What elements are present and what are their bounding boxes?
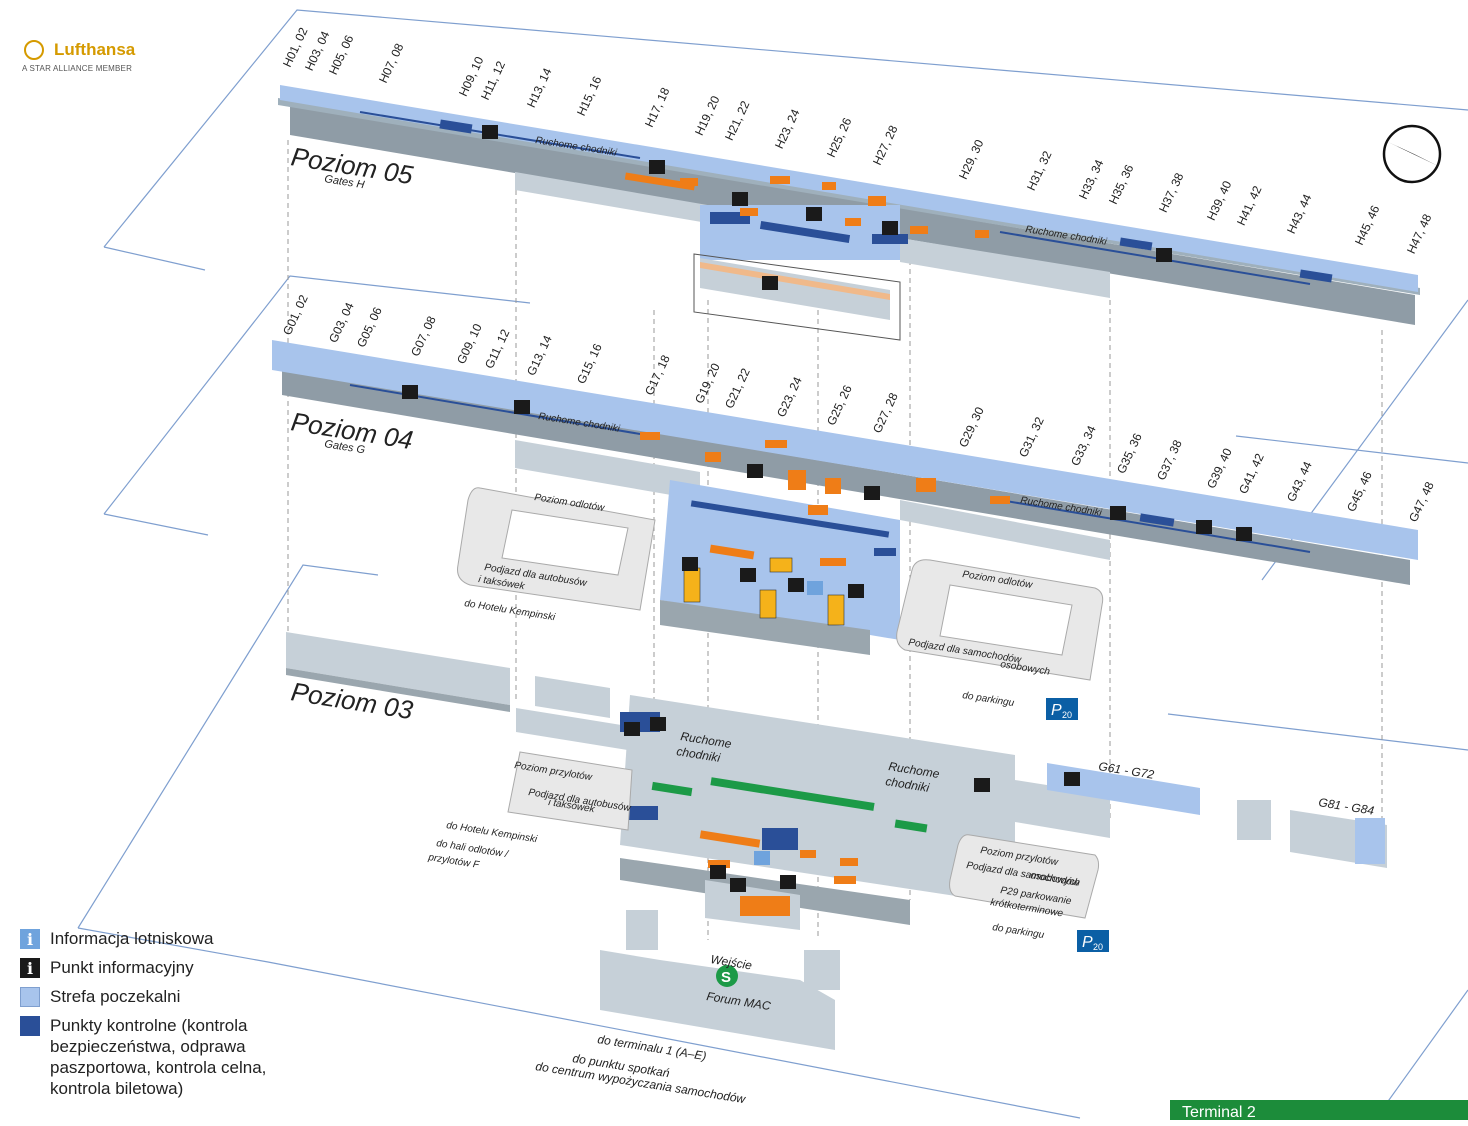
curb-departures-right: Poziom odlotów Podjazd dla samochodów os… — [896, 559, 1104, 709]
svg-text:do Hotelu Kempinski: do Hotelu Kempinski — [464, 598, 557, 623]
curb-arrivals-left: Poziom przylotów Podjazd dla autobusów i… — [427, 751, 633, 871]
gate-label-g: G35, 36 — [1114, 431, 1145, 476]
terminal-badge: Terminal 2 — [1170, 1100, 1468, 1121]
level-03-orange — [699, 830, 858, 916]
legend: i Informacja lotniskowa i Punkt informac… — [20, 928, 320, 1107]
gate-label-g: G11, 12 — [482, 327, 512, 371]
info-point-icons — [402, 125, 1252, 892]
lufthansa-logo: Lufthansa A STAR ALLIANCE MEMBER — [22, 40, 135, 73]
gate-label-h: H43, 44 — [1284, 192, 1315, 236]
gate-label-g: G07, 08 — [408, 314, 439, 359]
gate-label-g: G21, 22 — [722, 366, 753, 411]
gate-label-g: G19, 20 — [692, 361, 723, 406]
level-04-controls — [690, 500, 1175, 556]
gate-label-h: H07, 08 — [376, 41, 407, 85]
svg-text:do parkingu: do parkingu — [962, 690, 1016, 709]
walkway-label: chodniki — [676, 744, 722, 765]
curb-arrivals-right: Poziom przylotów Podjazd dla samochodów … — [949, 834, 1100, 941]
level-04-orange — [640, 432, 1010, 566]
crane-icon — [24, 40, 44, 60]
gate-label-g: G13, 14 — [524, 333, 555, 378]
lounge-swatch — [20, 987, 40, 1007]
level-03 — [286, 632, 1387, 1050]
level-05-orange — [624, 172, 989, 238]
gate-label-g: G45, 46 — [1344, 469, 1375, 514]
gate-label-g: G23, 24 — [774, 374, 805, 419]
legend-item: i Informacja lotniskowa — [20, 928, 320, 949]
gate-label-h: H37, 38 — [1156, 170, 1187, 214]
gates-g81-label: G81 - G84 — [1318, 795, 1376, 818]
brand-name: Lufthansa — [22, 40, 135, 60]
gate-label-g: G15, 16 — [574, 341, 605, 386]
gate-label-h: H31, 32 — [1024, 148, 1055, 192]
gate-label-g: G31, 32 — [1016, 415, 1047, 460]
curb-departures-left: Poziom odlotów Podjazd dla autobusów i t… — [457, 487, 656, 623]
gate-label-g: G27, 28 — [870, 390, 901, 435]
svg-text:P: P — [1082, 934, 1093, 951]
gate-label-g: G01, 02 — [280, 292, 311, 337]
control-swatch — [20, 1016, 40, 1036]
gate-label-g: G03, 04 — [326, 300, 357, 345]
brand-text: Lufthansa — [54, 40, 136, 59]
svg-text:S: S — [721, 969, 731, 986]
gate-label-h: H47, 48 — [1404, 212, 1435, 256]
airport-info-icons — [754, 581, 823, 865]
gate-label-g: G33, 34 — [1068, 423, 1099, 468]
legend-item: Punkty kontrolne (kontrola bezpieczeństw… — [20, 1015, 320, 1099]
walkway-label: chodniki — [885, 774, 931, 795]
gate-label-g: G29, 30 — [956, 405, 987, 450]
gate-label-g: G43, 44 — [1284, 459, 1315, 504]
gate-label-h: H23, 24 — [772, 107, 803, 151]
gate-label-g: G41, 42 — [1236, 451, 1267, 496]
gate-label-g: G37, 38 — [1154, 437, 1185, 482]
gate-label-g: G05, 06 — [354, 305, 385, 350]
svg-text:P: P — [1051, 702, 1062, 719]
gate-label-h: H13, 14 — [524, 65, 555, 109]
gate-label-g: G17, 18 — [642, 352, 673, 397]
gate-label-h: H29, 30 — [956, 137, 987, 181]
gate-label-g: G47, 48 — [1406, 479, 1437, 524]
airport-info-icon: i — [20, 929, 40, 949]
parking-icon: P 20 — [1046, 698, 1078, 720]
gate-label-h: H25, 26 — [824, 115, 855, 159]
level-03-green — [651, 777, 928, 833]
svg-text:20: 20 — [1062, 710, 1072, 720]
svg-text:do parkingu: do parkingu — [992, 922, 1046, 941]
entrance-label: Wejście — [710, 952, 754, 972]
level-05-walkway — [359, 111, 1311, 285]
gate-label-h: H41, 42 — [1234, 183, 1265, 227]
gate-label-h: H19, 20 — [692, 93, 723, 137]
level-04-walkway — [349, 384, 1311, 553]
s-bahn-icon: S — [716, 965, 738, 987]
svg-text:20: 20 — [1093, 942, 1103, 952]
gate-label-h: H27, 28 — [870, 123, 901, 167]
gate-label-h: H15, 16 — [574, 74, 605, 118]
legend-item: i Punkt informacyjny — [20, 957, 320, 978]
level-04 — [272, 340, 1418, 655]
gate-label-g: G39, 40 — [1204, 446, 1235, 491]
gate-label-g: G09, 10 — [454, 321, 485, 366]
level-04-yellow — [683, 557, 845, 626]
gate-label-h: H05, 06 — [326, 33, 357, 77]
compass-icon — [1382, 124, 1442, 184]
legend-item: Strefa poczekalni — [20, 986, 320, 1007]
parking-icon: P 20 — [1077, 930, 1109, 952]
gate-label-h: H33, 34 — [1076, 157, 1107, 201]
gate-label-h: H45, 46 — [1352, 203, 1383, 247]
star-alliance-tagline: A STAR ALLIANCE MEMBER — [22, 64, 133, 73]
info-point-icon: i — [20, 958, 40, 978]
gate-label-h: H39, 40 — [1204, 178, 1235, 222]
gate-label-h: H35, 36 — [1106, 162, 1137, 206]
gate-label-h: H21, 22 — [722, 98, 753, 142]
gate-label-h: H17, 18 — [642, 85, 673, 129]
gate-label-g: G25, 26 — [824, 383, 855, 428]
outline-lines — [77, 9, 1468, 1119]
